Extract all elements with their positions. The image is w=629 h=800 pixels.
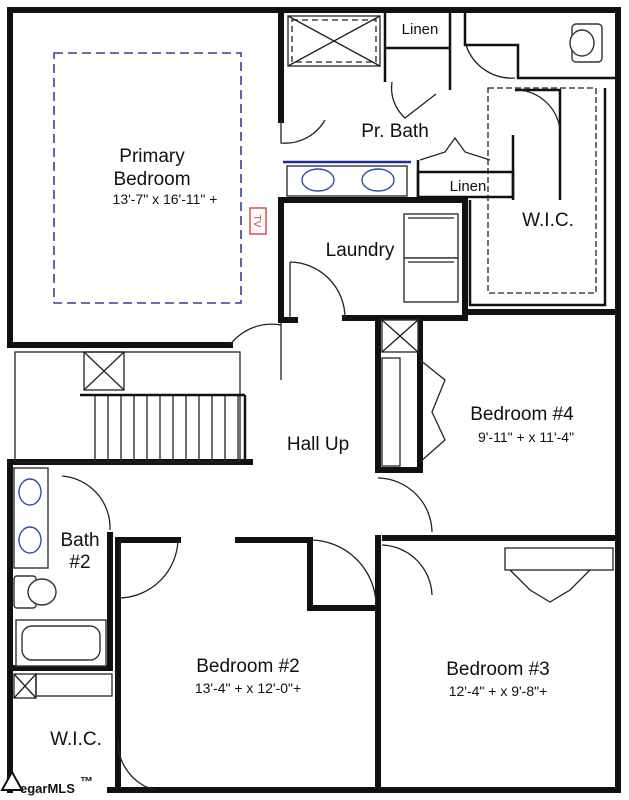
bedroom-4: Bedroom #4 9'-11" + x 11'-4" (377, 319, 574, 533)
primary-bedroom-name-line2: Bedroom (113, 169, 190, 190)
bedroom3-closet-doors (509, 569, 591, 603)
mls-watermark: egarMLS ™ (0, 769, 93, 796)
wic-door (517, 89, 561, 131)
stair-treads (94, 395, 239, 462)
bath2-sink-top (18, 478, 42, 506)
tv-label: TV (251, 215, 262, 228)
sink-left (301, 168, 335, 192)
hall-up-label: Hall Up (287, 434, 349, 455)
linen-top-label: Linen (402, 21, 439, 38)
bedroom4-door (377, 477, 433, 533)
wic-right: W.I.C. (487, 87, 597, 294)
bath-2: Bath #2 (13, 467, 111, 667)
bath2-door (61, 475, 111, 531)
mls-watermark-text: egarMLS (20, 781, 75, 796)
tv-marker (249, 207, 267, 235)
bedroom-2: Bedroom #2 13'-4" + x 12'-0"+ (119, 539, 377, 696)
bedroom2-door (119, 539, 179, 599)
bedroom2-dims: 13'-4" + x 12'-0"+ (195, 680, 301, 696)
bedroom4-closet-doors (419, 359, 446, 463)
sink-right (361, 168, 395, 192)
bath2-sink-bottom (18, 526, 42, 554)
bedroom3-door (381, 544, 433, 596)
linen-mid-label: Linen (450, 178, 487, 195)
laundry-label: Laundry (326, 240, 395, 261)
linen-top-door (390, 81, 437, 119)
bedroom2-name: Bedroom #2 (196, 656, 300, 677)
bedroom3-closet-shelf (504, 547, 614, 571)
toilet-bowl (569, 29, 595, 57)
primary-bedroom: Primary Bedroom 13'-7" x 16'-11" + TV (53, 52, 326, 380)
stairs (14, 351, 247, 463)
wic-left: W.I.C. (13, 673, 156, 791)
bedroom4-dims: 9'-11" + x 11'-4" (478, 429, 574, 445)
primary-bath: Linen Pr. Bath Linen (283, 15, 603, 197)
primary-bedroom-dims: 13'-7" x 16'-11" + (113, 191, 218, 207)
laundry-door (289, 261, 346, 319)
bath2-name-line1: Bath (60, 530, 99, 551)
mls-watermark-tm: ™ (80, 774, 93, 789)
dryer (403, 257, 459, 303)
washer (403, 213, 459, 259)
bedroom2-closet-door (309, 539, 377, 605)
bath2-name-line2: #2 (69, 552, 90, 573)
bedroom-3: Bedroom #3 12'-4" + x 9'-8"+ (381, 544, 614, 699)
primary-bedroom-door (229, 323, 282, 346)
primary-bedroom-name-line1: Primary (119, 146, 185, 167)
wic-right-shelf (487, 87, 597, 294)
pr-bath-label: Pr. Bath (361, 121, 429, 142)
linen-mid-doors (419, 136, 491, 161)
bedroom3-name: Bedroom #3 (446, 659, 550, 680)
exterior-walls (7, 7, 621, 793)
primary-bath-door (280, 119, 326, 144)
bath2-toilet-bowl (27, 578, 57, 606)
bedroom4-name: Bedroom #4 (470, 404, 574, 425)
laundry: Laundry (289, 213, 459, 319)
wic-right-label: W.I.C. (522, 210, 574, 231)
wic-left-door (117, 739, 156, 791)
toilet-room-door (465, 44, 516, 79)
wic-left-label: W.I.C. (50, 729, 102, 750)
bath2-tub-basin (21, 625, 101, 661)
primary-bedroom-dashed-outline (53, 52, 242, 304)
bedroom3-dims: 12'-4" + x 9'-8"+ (449, 683, 548, 699)
mls-logo-icon (0, 769, 24, 791)
hall-up: Hall Up (287, 434, 349, 455)
